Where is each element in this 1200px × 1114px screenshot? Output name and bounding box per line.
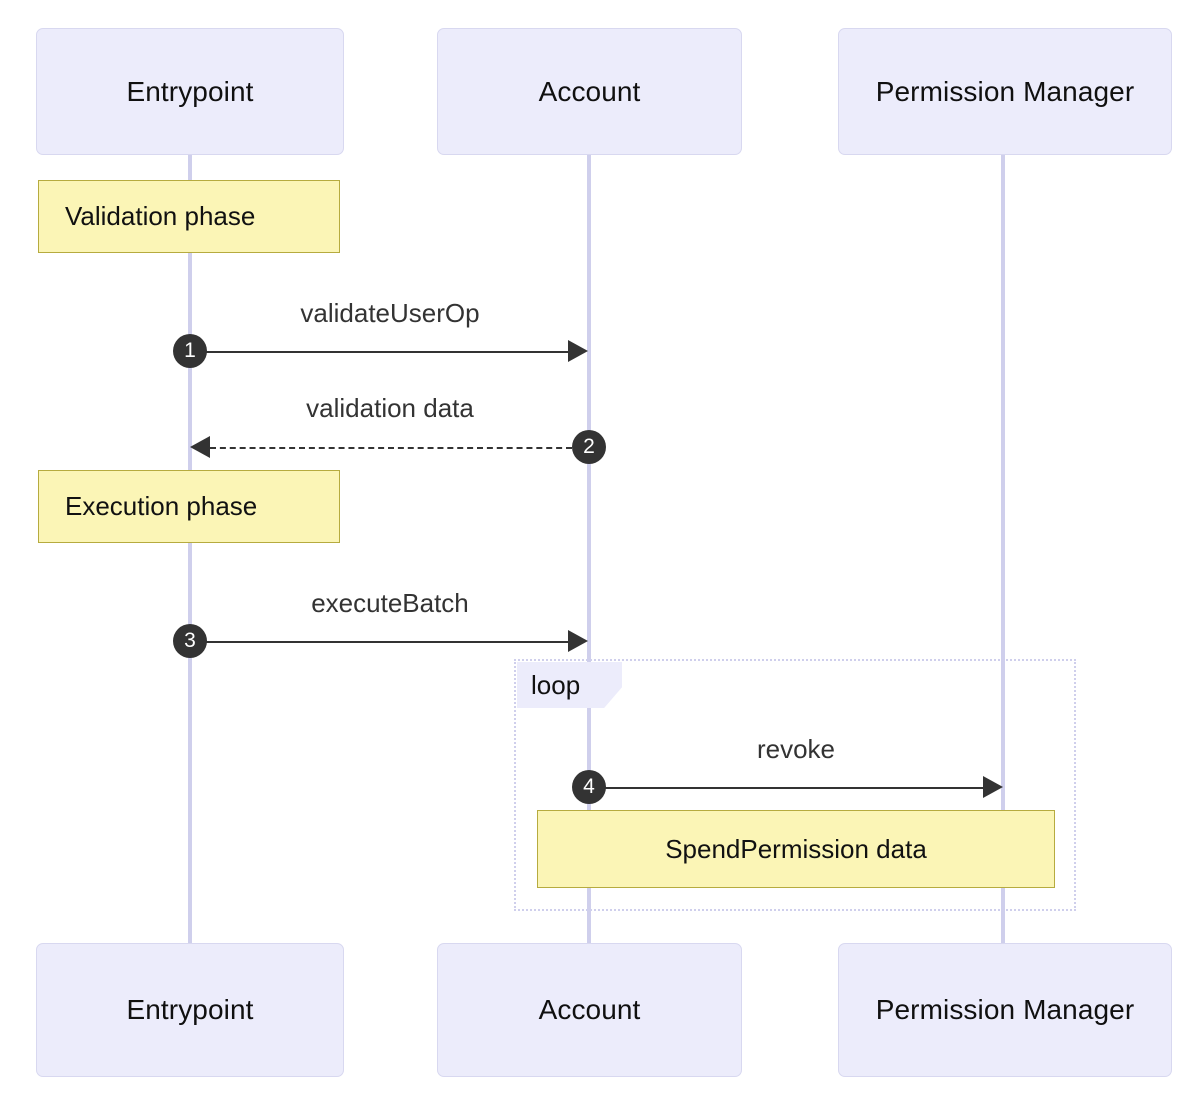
message-label-text: validation data bbox=[306, 393, 474, 423]
note-validation-phase: Validation phase bbox=[38, 180, 340, 253]
message-line-validation-data bbox=[210, 447, 572, 449]
participant-top-account[interactable]: Account bbox=[437, 28, 742, 155]
lifeline-entrypoint bbox=[188, 155, 192, 945]
participant-top-permission-manager[interactable]: Permission Manager bbox=[838, 28, 1172, 155]
participant-label: Account bbox=[538, 75, 641, 107]
arrow-head-right-icon bbox=[983, 776, 1003, 798]
arrow-head-left-icon bbox=[190, 436, 210, 458]
loop-fragment-label-text: loop bbox=[531, 669, 581, 700]
sequence-number-text: 1 bbox=[184, 339, 196, 362]
participant-bottom-entrypoint[interactable]: Entrypoint bbox=[36, 943, 344, 1077]
message-label-validateuserop: validateUserOp bbox=[265, 298, 515, 329]
lifeline-account bbox=[587, 155, 591, 945]
sequence-number-text: 3 bbox=[184, 629, 196, 652]
message-label-text: revoke bbox=[756, 734, 836, 764]
sequence-number-4: 4 bbox=[572, 770, 606, 804]
message-label-text: executeBatch bbox=[311, 588, 469, 618]
note-text: SpendPermission data bbox=[665, 833, 927, 864]
sequence-number-2: 2 bbox=[572, 430, 606, 464]
participant-label: Entrypoint bbox=[126, 994, 254, 1025]
message-label-revoke: revoke bbox=[671, 734, 921, 765]
sequence-number-text: 4 bbox=[583, 775, 595, 798]
participant-top-entrypoint[interactable]: Entrypoint bbox=[36, 28, 344, 155]
participant-label: Permission Manager bbox=[875, 994, 1135, 1025]
sequence-number-text: 2 bbox=[583, 435, 595, 458]
message-line-validateuserop bbox=[190, 351, 570, 353]
message-label-executebatch: executeBatch bbox=[265, 588, 515, 619]
message-label-validation-data: validation data bbox=[265, 393, 515, 424]
participant-bottom-permission-manager[interactable]: Permission Manager bbox=[838, 943, 1172, 1077]
note-text: Execution phase bbox=[65, 491, 258, 521]
message-line-executebatch bbox=[190, 641, 570, 643]
participant-label: Entrypoint bbox=[126, 75, 254, 107]
message-label-text: validateUserOp bbox=[300, 298, 480, 328]
note-spend-permission-data: SpendPermission data bbox=[537, 810, 1055, 888]
lifeline-permission-manager bbox=[1001, 155, 1005, 945]
sequence-number-3: 3 bbox=[173, 624, 207, 658]
loop-fragment-label: loop bbox=[517, 662, 622, 708]
participant-label: Permission Manager bbox=[875, 75, 1135, 107]
participant-label: Account bbox=[538, 994, 641, 1025]
arrow-head-right-icon bbox=[568, 630, 588, 652]
arrow-head-right-icon bbox=[568, 340, 588, 362]
message-line-revoke bbox=[589, 787, 985, 789]
note-execution-phase: Execution phase bbox=[38, 470, 340, 543]
sequence-number-1: 1 bbox=[173, 334, 207, 368]
loop-fragment-box bbox=[514, 659, 1076, 911]
note-text: Validation phase bbox=[65, 201, 256, 231]
participant-bottom-account[interactable]: Account bbox=[437, 943, 742, 1077]
